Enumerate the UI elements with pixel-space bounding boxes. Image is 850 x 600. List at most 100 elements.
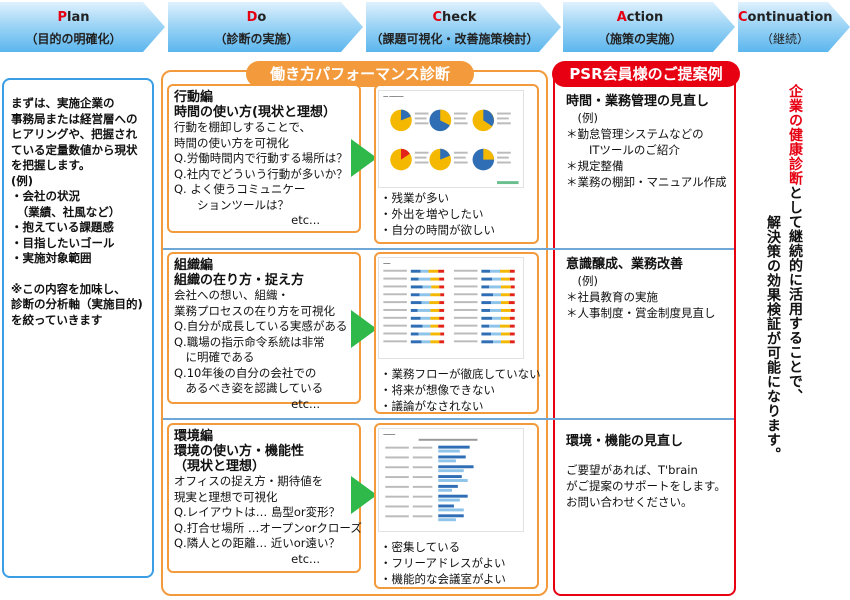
continuation-text: 解決策の効果検証が可能になります。 <box>765 215 781 462</box>
do-heading: 時間の使い方(現状と理想） <box>174 105 336 120</box>
arrow-right-icon <box>351 310 377 348</box>
psr-line: ＊勤怠管理システムなどの <box>566 127 704 141</box>
continuation-text: として継続的に活用することで、 <box>787 185 803 404</box>
psr-heading: 時間・業務管理の見直し <box>566 94 710 109</box>
phase-plan-initial: P <box>57 10 68 25</box>
do-etc: etc... <box>291 551 320 566</box>
do-line: ションツールは？ <box>174 197 289 212</box>
plan-line: （業績、社風など） <box>11 204 121 219</box>
chart-thumbnail-bars: ━━━━━ <box>378 428 524 532</box>
phase-plan: Plan （目的の明確化） <box>0 2 165 52</box>
do-heading: 行動編 <box>174 90 214 105</box>
plan-line: を把握します。 <box>11 158 91 172</box>
do-line: Q.隣人との距離… 近いor遠い？ <box>174 536 341 550</box>
do-line: Q.10年後の自分の会社での <box>174 365 317 380</box>
do-line: 業務プロセスの在り方を可視化 <box>174 303 335 318</box>
psr-line: ＊人事制度・賞金制度見直し <box>566 306 716 320</box>
psr-section-awareness: 意識醸成、業務改善 (例) ＊社員教育の実施 ＊人事制度・賞金制度見直し <box>566 256 732 321</box>
svg-text:━━━━━: ━━━━━ <box>382 432 395 437</box>
do-line: あるべき姿を認識している <box>174 381 324 395</box>
phase-action-name: ction <box>626 10 664 25</box>
psr-heading: 環境・機能の見直し <box>566 434 684 449</box>
check-item: ・議論がなされない <box>380 399 484 413</box>
do-line: 行動を棚卸しすることで、 <box>174 120 311 134</box>
phase-action-initial: A <box>616 10 627 25</box>
bar-chart-icon <box>410 269 515 344</box>
do-heading: 環境の使い方・機能性 <box>174 444 305 459</box>
do-section-title: 働き方パフォーマンス診断 <box>246 61 474 87</box>
do-heading: 組織の在り方・捉え方 <box>174 273 305 288</box>
psr-section-time: 時間・業務管理の見直し (例) ＊勤怠管理システムなどの ITツールのご紹介 ＊… <box>566 93 732 190</box>
do-line: Q. よく使うコミュニケー <box>174 182 306 196</box>
do-box-behavior: 行動編 時間の使い方(現状と理想） 行動を棚卸しすることで、 時間の使い方を可視… <box>167 84 361 233</box>
psr-line <box>566 450 732 462</box>
plan-line: ・会社の状況 <box>11 189 80 203</box>
check-item: ・将来が想像できない <box>380 383 495 397</box>
do-line: 現実と理想で可視化 <box>174 489 278 504</box>
do-line: 会社への想い、組織・ <box>174 288 289 302</box>
check-item: ・自分の時間が欲しい <box>380 223 495 237</box>
phase-do-sub: （診断の実施） <box>214 32 299 46</box>
check-item: ・外出を増やしたい <box>380 207 484 221</box>
plan-note-line: を絞っていきます <box>11 312 103 327</box>
plan-note-line: 診断の分析軸（実施目的) <box>11 297 143 311</box>
plan-line: (例) <box>11 173 34 188</box>
do-box-organization: 組織編 組織の在り方・捉え方 会社への想い、組織・ 業務プロセスの在り方を可視化… <box>167 252 361 411</box>
psr-section-environment: 環境・機能の見直し ご要望があれば、T'brain がご提案のサポートをします。… <box>566 433 732 510</box>
phase-action: Action （施策の実施） <box>563 2 735 52</box>
plan-description-box: まずは、実施企業の 事務局または経営層への ヒアリングや、把握され ている定量数… <box>2 78 154 578</box>
chart-thumbnail-stacked-bars: ━━━ <box>378 257 524 359</box>
psr-line: がご提案のサポートをします。 <box>566 479 726 493</box>
psr-line: ご要望があれば、T'brain <box>566 463 698 477</box>
do-line: Q.レイアウトは… 島型or変形？ <box>174 505 341 519</box>
do-line: 時間の使い方を可視化 <box>174 135 289 150</box>
phase-do: Do （診断の実施） <box>168 2 363 52</box>
chart-thumbnail-pies: ━━ ━━━━━━ <box>378 90 524 188</box>
plan-line: ・抱えている課題感 <box>11 220 114 234</box>
phase-plan-sub: （目的の明確化） <box>25 32 122 46</box>
phase-do-initial: D <box>246 10 258 25</box>
svg-text:━━ ━━━━━━: ━━ ━━━━━━ <box>382 94 404 99</box>
arrow-right-icon <box>351 139 377 177</box>
row-separator <box>163 248 734 250</box>
do-line: オフィスの捉え方・期待値を <box>174 474 324 488</box>
do-line: Q.自分が成長している実感がある <box>174 319 348 333</box>
check-item: ・機能的な会議室がよい <box>380 572 506 586</box>
plan-line: ている定量数値から現状 <box>11 142 138 157</box>
do-box-environment: 環境編 環境の使い方・機能性 （現状と理想） オフィスの捉え方・期待値を 現実と… <box>167 423 362 573</box>
phase-continuation-name: ontinuation <box>747 10 833 25</box>
plan-line: まずは、実施企業の <box>11 96 115 110</box>
plan-line: 事務局または経営層への <box>11 111 138 126</box>
phase-check-initial: C <box>432 10 443 25</box>
do-line: Q.職場の指示命令系統は非常 <box>174 334 325 349</box>
psr-section-title: PSR会員様のご提案例 <box>552 61 740 87</box>
check-item: ・業務フローが徹底していない <box>380 367 541 381</box>
phase-continuation-initial: C <box>738 10 748 25</box>
health-check-highlight: 企業の健康診断 <box>787 84 803 186</box>
psr-line: (例) <box>566 111 598 125</box>
plan-line: ・実施対象範囲 <box>11 251 92 265</box>
phase-do-name: o <box>257 10 267 25</box>
do-line: に明確である <box>174 350 255 364</box>
plan-line: ヒアリングや、把握され <box>11 127 138 141</box>
phase-check-sub: （課題可視化・改善施策検討） <box>370 32 539 46</box>
do-line: Q.社内でどういう行動が多いか？ <box>174 166 348 181</box>
pie-chart-icon <box>390 109 495 171</box>
do-line: Q.打合せ場所 …オープンorクローズ <box>174 520 362 535</box>
check-item: ・フリーアドレスがよい <box>380 556 506 570</box>
check-item: ・密集している <box>380 540 461 554</box>
bar-chart-icon <box>438 445 474 522</box>
do-line: Q.労働時間内で行動する場所は？ <box>174 151 348 165</box>
phase-continuation: Continuation （継続） <box>738 2 850 52</box>
psr-line: (例) <box>566 274 598 288</box>
psr-line: ＊業務の棚卸・マニュアル作成 <box>566 175 727 189</box>
phase-check-name: heck <box>442 10 477 25</box>
arrow-right-icon <box>351 476 377 514</box>
phase-continuation-sub: （継続） <box>760 32 809 46</box>
svg-text:━━━: ━━━ <box>382 261 391 266</box>
check-item: ・残業が多い <box>380 191 449 205</box>
plan-line: ・目指したいゴール <box>11 235 115 250</box>
psr-line: お問い合わせください。 <box>566 495 693 509</box>
phase-check: Check （課題可視化・改善施策検討） <box>366 2 561 52</box>
continuation-text-col1: 企業の健康診断として継続的に活用することで、 <box>786 84 804 403</box>
